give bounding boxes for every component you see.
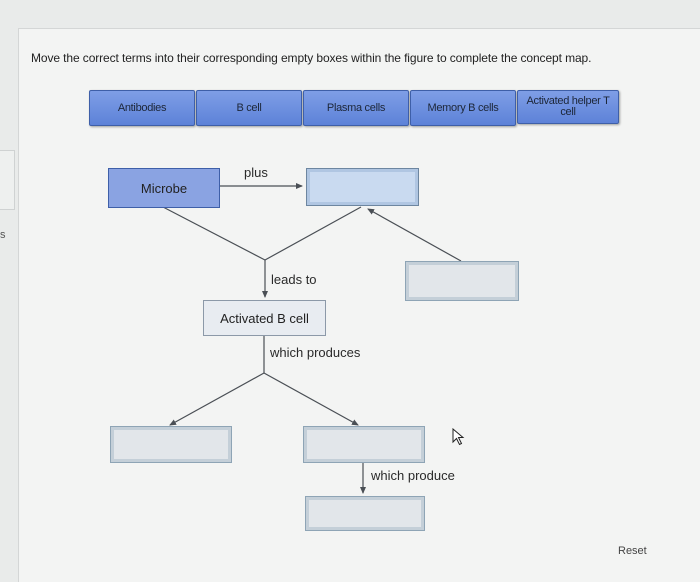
- term-activated-helper-t-cell[interactable]: Activated helper T cell: [517, 90, 619, 124]
- activated-b-cell-label: Activated B cell: [220, 310, 309, 326]
- microbe-box: Microbe: [108, 168, 220, 208]
- term-b-cell[interactable]: B cell: [196, 90, 302, 126]
- mouse-cursor-icon: [452, 427, 466, 451]
- instruction-text: Move the correct terms into their corres…: [31, 51, 592, 65]
- drop-box-bottom-middle[interactable]: [303, 426, 425, 463]
- term-antibodies[interactable]: Antibodies: [89, 90, 195, 126]
- left-branch-arrow: [169, 372, 265, 426]
- helper-to-drop-arrow: [367, 208, 462, 262]
- drop-to-junction-line: [264, 206, 362, 261]
- drop-box-bottom[interactable]: [305, 496, 425, 531]
- microbe-label: Microbe: [140, 180, 188, 196]
- left-panel-text: s: [0, 229, 6, 241]
- which-produces-label: which produces: [270, 345, 361, 360]
- drop-box-bottom-left[interactable]: [110, 426, 232, 463]
- reset-button[interactable]: Reset: [618, 545, 647, 557]
- term-memory-b-cells[interactable]: Memory B cells: [410, 90, 516, 126]
- right-branch-arrow: [263, 372, 359, 426]
- term-plasma-cells[interactable]: Plasma cells: [303, 90, 409, 126]
- leads-to-label: leads to: [271, 272, 317, 287]
- microbe-to-junction-line: [162, 206, 266, 261]
- drop-box-right[interactable]: [405, 261, 519, 301]
- which-produce-label: which produce: [371, 468, 455, 483]
- plus-label: plus: [244, 165, 268, 180]
- drop-box-top[interactable]: [306, 168, 419, 206]
- left-panel-edge: [0, 150, 15, 210]
- activated-b-cell-box: Activated B cell: [203, 300, 326, 336]
